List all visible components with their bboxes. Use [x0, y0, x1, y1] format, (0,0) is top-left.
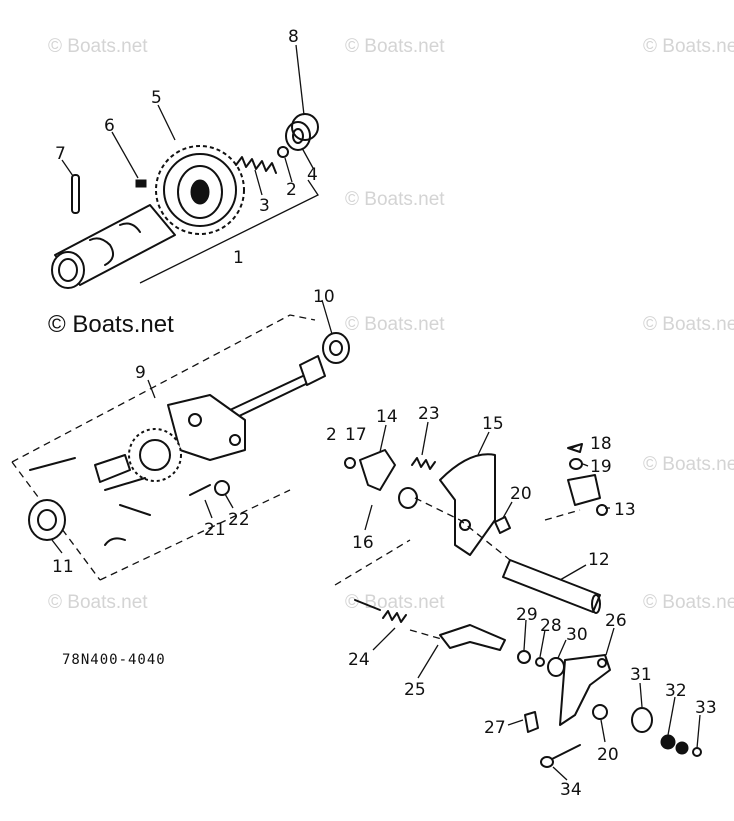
callout-9: 9 [135, 363, 146, 383]
callout-19: 19 [590, 457, 612, 477]
callout-13: 13 [614, 500, 636, 520]
callout-33: 33 [695, 698, 717, 718]
watermark: © Boats.net [48, 36, 148, 57]
watermark: © Boats.net [345, 189, 445, 210]
callout-2: 2 [286, 180, 297, 200]
callout-23: 23 [418, 404, 440, 424]
callout-20b: 20 [597, 745, 619, 765]
camshaft-assembly [51, 113, 319, 289]
callout-14: 14 [376, 407, 398, 427]
callout-10: 10 [313, 287, 335, 307]
callout-20: 20 [510, 484, 532, 504]
watermark: © Boats.net [643, 454, 734, 475]
callout-16: 16 [352, 533, 374, 553]
callout-17: 17 [345, 425, 367, 445]
linkage-assembly [334, 443, 702, 768]
diagram-code: 78N400-4040 [62, 652, 166, 668]
watermark: © Boats.net [643, 592, 734, 613]
callout-22: 22 [228, 510, 250, 530]
callout-11: 11 [52, 557, 74, 577]
gear-plate-assembly [11, 314, 350, 581]
watermark-layer: © Boats.net © Boats.net © Boats.net © Bo… [48, 36, 734, 613]
callout-12: 12 [588, 550, 610, 570]
callout-31: 31 [630, 665, 652, 685]
watermark: © Boats.net [48, 592, 148, 613]
callout-30: 30 [566, 625, 588, 645]
leader-lines [51, 44, 701, 781]
callout-7: 7 [55, 144, 66, 164]
watermark: © Boats.net [643, 314, 734, 335]
callout-4: 4 [307, 165, 318, 185]
callout-2b: 2 [326, 425, 337, 445]
callout-15: 15 [482, 414, 504, 434]
callout-21: 21 [204, 520, 226, 540]
callout-25: 25 [404, 680, 426, 700]
callout-18: 18 [590, 434, 612, 454]
callout-1: 1 [233, 248, 244, 268]
callout-27: 27 [484, 718, 506, 738]
callout-26: 26 [605, 611, 627, 631]
watermark: © Boats.net [345, 314, 445, 335]
callout-8: 8 [288, 27, 299, 47]
callout-29: 29 [516, 605, 538, 625]
callout-labels: 8 5 6 7 3 2 4 1 10 9 14 23 2 17 15 18 19… [52, 27, 717, 800]
callout-5: 5 [151, 88, 162, 108]
callout-6: 6 [104, 116, 115, 136]
callout-3: 3 [259, 196, 270, 216]
watermark-main: © Boats.net [48, 311, 174, 338]
callout-32: 32 [665, 681, 687, 701]
watermark: © Boats.net [643, 36, 734, 57]
callout-34: 34 [560, 780, 582, 800]
callout-24: 24 [348, 650, 370, 670]
watermark: © Boats.net [345, 36, 445, 57]
watermark: © Boats.net [345, 592, 445, 613]
callout-28: 28 [540, 616, 562, 636]
